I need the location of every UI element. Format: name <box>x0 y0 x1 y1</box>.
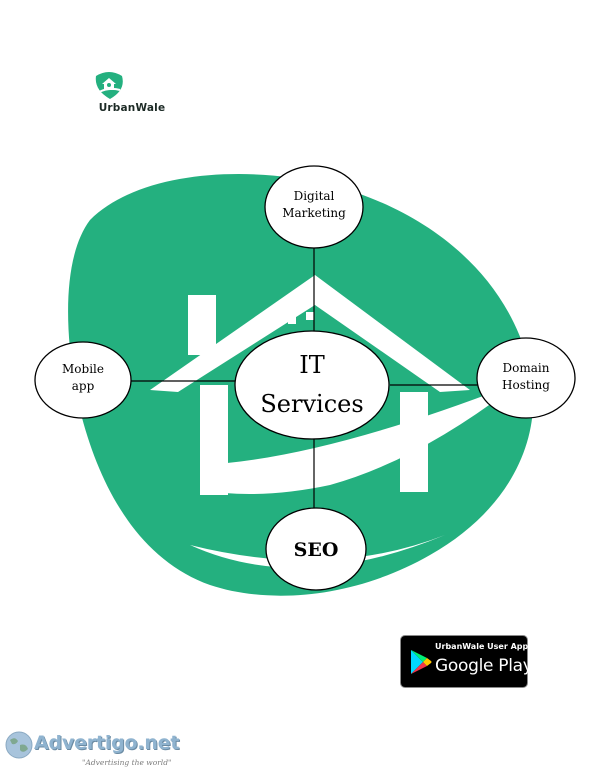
connector-lines <box>130 248 478 518</box>
node-it-services: IT Services <box>234 330 390 440</box>
house-swoosh-shape <box>200 382 520 494</box>
node-digital-marketing: Digital Marketing <box>264 165 364 249</box>
node-left-line-2: app <box>72 379 95 393</box>
watermark-name: Advertigo.net <box>34 732 180 754</box>
brand-logo: UrbanWale <box>82 70 192 120</box>
node-domain-hosting: Domain Hosting <box>476 337 576 419</box>
globe-icon <box>5 731 33 759</box>
house-chimney-shape <box>188 295 216 355</box>
google-play-icon <box>411 650 432 674</box>
play-badge-small-text: UrbanWale User App <box>435 642 529 651</box>
house-roof-shape <box>150 275 470 392</box>
center-line-1: IT <box>299 351 325 379</box>
node-mobile-app: Mobile app <box>34 341 132 419</box>
node-top-line-2: Marketing <box>282 206 346 220</box>
center-line-2: Services <box>260 390 363 418</box>
watermark-tagline: "Advertising the world" <box>82 758 172 767</box>
node-right-line-1: Domain <box>503 361 550 375</box>
node-right-line-2: Hosting <box>502 378 550 392</box>
watermark: Advertigo.net "Advertising the world" <box>4 726 180 772</box>
urbanwale-logo-icon <box>95 72 123 99</box>
play-badge-big-text: Google Play <box>435 656 533 676</box>
it-services-diagram: Digital Marketing Mobile app Domain Host… <box>34 165 576 596</box>
node-top-line-1: Digital <box>294 189 335 203</box>
google-play-badge[interactable]: UrbanWale User App Google Play <box>400 635 533 688</box>
node-seo: SEO <box>265 507 367 591</box>
brand-name: UrbanWale <box>98 102 166 114</box>
node-left-line-1: Mobile <box>62 362 104 376</box>
house-bottom-arc-shape <box>190 535 445 568</box>
node-bottom-line-1: SEO <box>294 539 339 561</box>
